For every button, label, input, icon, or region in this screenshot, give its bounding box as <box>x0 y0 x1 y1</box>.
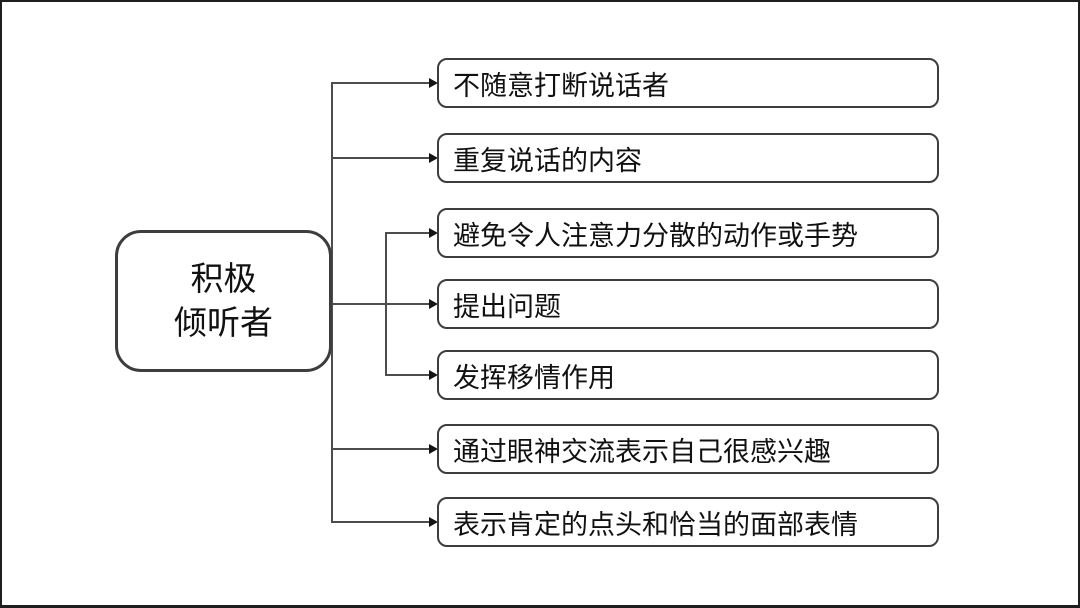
branch-box-3: 避免令人注意力分散的动作或手势 <box>437 208 939 258</box>
branch-box-7: 表示肯定的点头和恰当的面部表情 <box>437 497 939 547</box>
trunk-line <box>331 82 333 523</box>
connector-branch-3 <box>385 232 430 234</box>
branch-label: 通过眼神交流表示自己很感兴趣 <box>453 436 831 467</box>
branch-box-2: 重复说话的内容 <box>437 133 939 183</box>
root-node-active-listener: 积极 倾听者 <box>115 230 332 372</box>
arrow-head-icon <box>429 153 438 163</box>
arrow-head-icon <box>429 78 438 88</box>
connector-branch-5 <box>385 374 430 376</box>
connector-branch-1 <box>331 82 430 84</box>
root-label-line-1: 积极 <box>190 260 257 298</box>
branch-box-1: 不随意打断说话者 <box>437 58 939 108</box>
branch-label: 提出问题 <box>453 291 561 322</box>
arrow-head-icon <box>429 517 438 527</box>
connector-branch-2 <box>331 157 430 159</box>
branch-label: 避免令人注意力分散的动作或手势 <box>453 220 858 251</box>
root-label-line-2: 倾听者 <box>174 304 273 341</box>
connector-branch-6 <box>331 448 430 450</box>
branch-box-6: 通过眼神交流表示自己很感兴趣 <box>437 424 939 474</box>
branch-label: 表示肯定的点头和恰当的面部表情 <box>453 509 858 540</box>
arrow-head-icon <box>429 299 438 309</box>
branch-box-5: 发挥移情作用 <box>437 350 939 400</box>
branch-box-4: 提出问题 <box>437 279 939 329</box>
arrow-head-icon <box>429 444 438 454</box>
arrow-head-icon <box>429 370 438 380</box>
branch-label: 重复说话的内容 <box>453 145 642 176</box>
branch-label: 不随意打断说话者 <box>453 70 669 101</box>
connector-branch-7 <box>331 521 430 523</box>
connector-branch-4 <box>331 303 430 305</box>
branch-label: 发挥移情作用 <box>453 362 615 393</box>
arrow-head-icon <box>429 228 438 238</box>
